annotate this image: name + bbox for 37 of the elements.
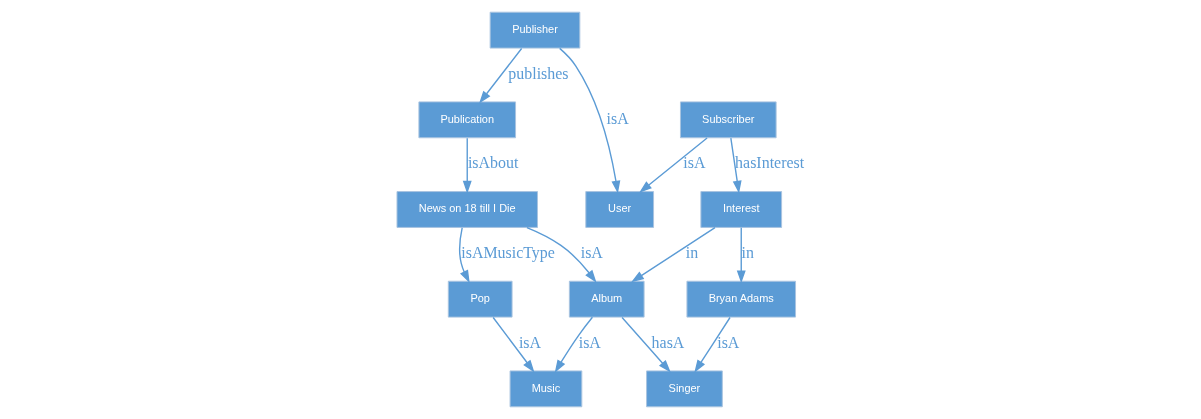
node-box: News on 18 till I Die xyxy=(396,191,538,228)
edge-label: in xyxy=(741,244,754,262)
node-box: Interest xyxy=(700,191,783,228)
arrow xyxy=(554,316,594,373)
edge-label: publishes xyxy=(508,64,569,82)
edge-label: isA xyxy=(717,333,740,351)
edge-label: in xyxy=(685,244,699,262)
edge-label: isA xyxy=(518,333,542,351)
edge-label: isA xyxy=(578,333,601,351)
arrow xyxy=(492,316,535,373)
arrow xyxy=(730,137,742,194)
arrow xyxy=(526,226,597,283)
node-box: Pop xyxy=(447,280,513,318)
edge-label: isAMusicType xyxy=(461,244,555,262)
node-box: Music xyxy=(509,370,583,408)
edge-label: isA xyxy=(580,244,603,262)
arrow xyxy=(694,316,731,373)
arrow xyxy=(631,226,716,283)
arrow xyxy=(736,227,746,284)
arrow xyxy=(462,137,472,194)
node-box: User xyxy=(585,191,655,228)
node-box: Subscriber xyxy=(679,101,777,139)
arrow xyxy=(458,227,470,284)
arrow xyxy=(639,137,708,193)
node-box: Publication xyxy=(418,101,517,139)
node-box: Singer xyxy=(646,370,723,408)
edge-label: hasA xyxy=(651,333,685,351)
edge-label: isAbout xyxy=(467,154,519,172)
arrow xyxy=(479,47,523,104)
node-box: Publisher xyxy=(489,11,581,49)
edge-label: hasInterest xyxy=(735,154,805,172)
edge-label: isA xyxy=(606,109,629,127)
node-box: Album xyxy=(568,280,645,318)
arrow xyxy=(559,47,621,194)
node-box: Bryan Adams xyxy=(686,280,797,318)
edge-label: isA xyxy=(683,154,706,172)
arrow xyxy=(621,316,671,373)
